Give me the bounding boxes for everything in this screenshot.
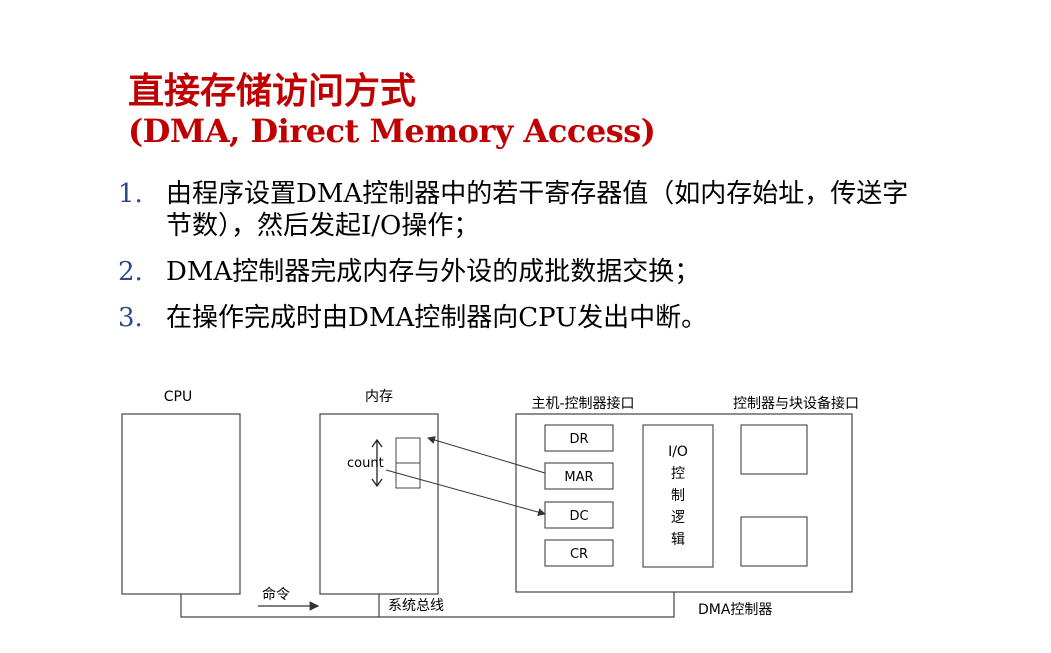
slide-subtitle: (DMA, Direct Memory Access) (128, 112, 656, 150)
system-bus (180, 592, 675, 618)
count-arrow-up (371, 438, 383, 448)
device-interface-box (740, 424, 808, 475)
io-control-logic-box (642, 424, 714, 568)
list-item: 1. 由程序设置DMA控制器中的若干寄存器值（如内存始址，传送字节数），然后发起… (118, 178, 918, 242)
cpu-label: CPU (164, 389, 192, 405)
slide-title: 直接存储访问方式 (128, 70, 417, 112)
host-interface-label: 主机-控制器接口 (531, 395, 634, 412)
list-number: 2. (118, 257, 143, 287)
memory-label: 内存 (365, 389, 393, 405)
list-text: DMA控制器完成内存与外设的成批数据交换； (166, 257, 701, 287)
list-number: 3. (118, 303, 143, 333)
io-logic-text: I/O (668, 444, 688, 460)
dr-register-label: DR (569, 432, 588, 447)
count-label: count (347, 456, 384, 471)
dc-register (544, 501, 614, 529)
io-logic-text: 制 (671, 488, 685, 504)
cpu-box (121, 413, 241, 595)
dc-register-label: DC (569, 509, 588, 524)
cr-register-label: CR (570, 547, 588, 562)
mar-register (544, 462, 614, 490)
dma-controller-label: DMA控制器 (698, 602, 772, 618)
count-arrow-down (371, 478, 383, 488)
list-number: 1. (118, 179, 143, 209)
command-label: 命令 (262, 586, 290, 603)
cr-register (544, 539, 614, 567)
count-to-dc-arrow (385, 469, 546, 516)
device-interface-label: 控制器与块设备接口 (733, 395, 859, 412)
device-interface-box (740, 516, 808, 567)
io-logic-text: 辑 (671, 532, 685, 548)
bus-label: 系统总线 (388, 598, 444, 614)
list-text: 在操作完成时由DMA控制器向CPU发出中断。 (166, 303, 708, 333)
io-logic-text: 逻 (671, 510, 685, 526)
steps-list: 1. 由程序设置DMA控制器中的若干寄存器值（如内存始址，传送字节数），然后发起… (118, 178, 918, 334)
dr-register (544, 424, 614, 452)
list-text: 由程序设置DMA控制器中的若干寄存器值（如内存始址，传送字节数），然后发起I/O… (166, 179, 909, 241)
io-logic-text: 控 (671, 466, 685, 482)
mar-register-label: MAR (564, 470, 593, 485)
mar-to-memory-arrow (427, 436, 546, 474)
list-item: 3. 在操作完成时由DMA控制器向CPU发出中断。 (118, 302, 918, 334)
list-item: 2. DMA控制器完成内存与外设的成批数据交换； (118, 256, 918, 288)
